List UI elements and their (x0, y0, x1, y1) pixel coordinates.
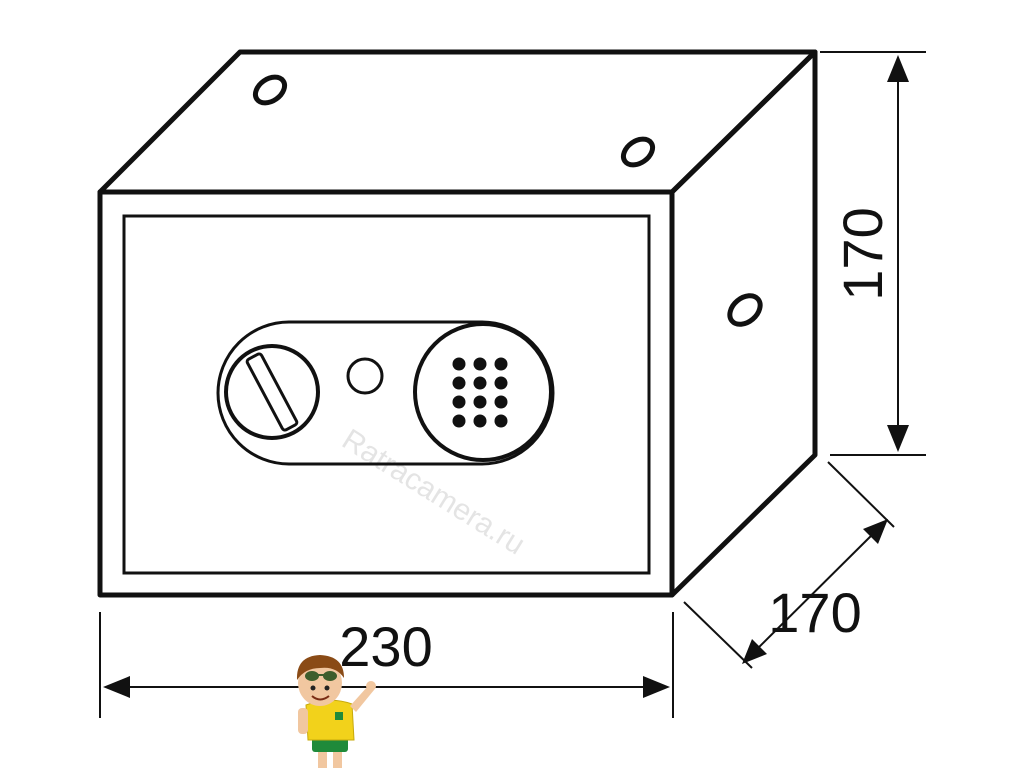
keypad-key (452, 395, 466, 409)
mounting-hole-side (727, 293, 763, 327)
watermark-text: Ratracamera.ru (336, 423, 530, 561)
knob-icon (224, 344, 320, 440)
depth-label: 170 (768, 581, 861, 644)
control-panel (216, 320, 555, 466)
mounting-hole-top-left (252, 74, 288, 106)
keypad-key (494, 357, 508, 371)
keypad-key (452, 376, 466, 390)
depth-dimension (683, 461, 895, 669)
width-dimension (99, 612, 674, 718)
mascot-icon (296, 655, 376, 768)
safe-door-panel (122, 214, 651, 575)
safe-body (97, 49, 818, 598)
height-dimension (820, 51, 926, 456)
keypad-key (473, 357, 487, 371)
safe-front-face (97, 189, 675, 598)
keypad-key (452, 414, 466, 428)
keypad-key (494, 395, 508, 409)
height-label: 170 (831, 207, 894, 300)
keypad-key (473, 376, 487, 390)
keypad-key (494, 414, 508, 428)
safe-top-face (97, 49, 818, 195)
mounting-holes (252, 74, 763, 327)
keypad-key (473, 414, 487, 428)
width-label: 230 (339, 615, 432, 678)
keyhole-icon (346, 357, 384, 395)
keypad-key (494, 376, 508, 390)
mounting-hole-top-right (620, 136, 656, 168)
keypad-icon (413, 322, 553, 462)
keypad-key (473, 395, 487, 409)
keypad-key (452, 357, 466, 371)
